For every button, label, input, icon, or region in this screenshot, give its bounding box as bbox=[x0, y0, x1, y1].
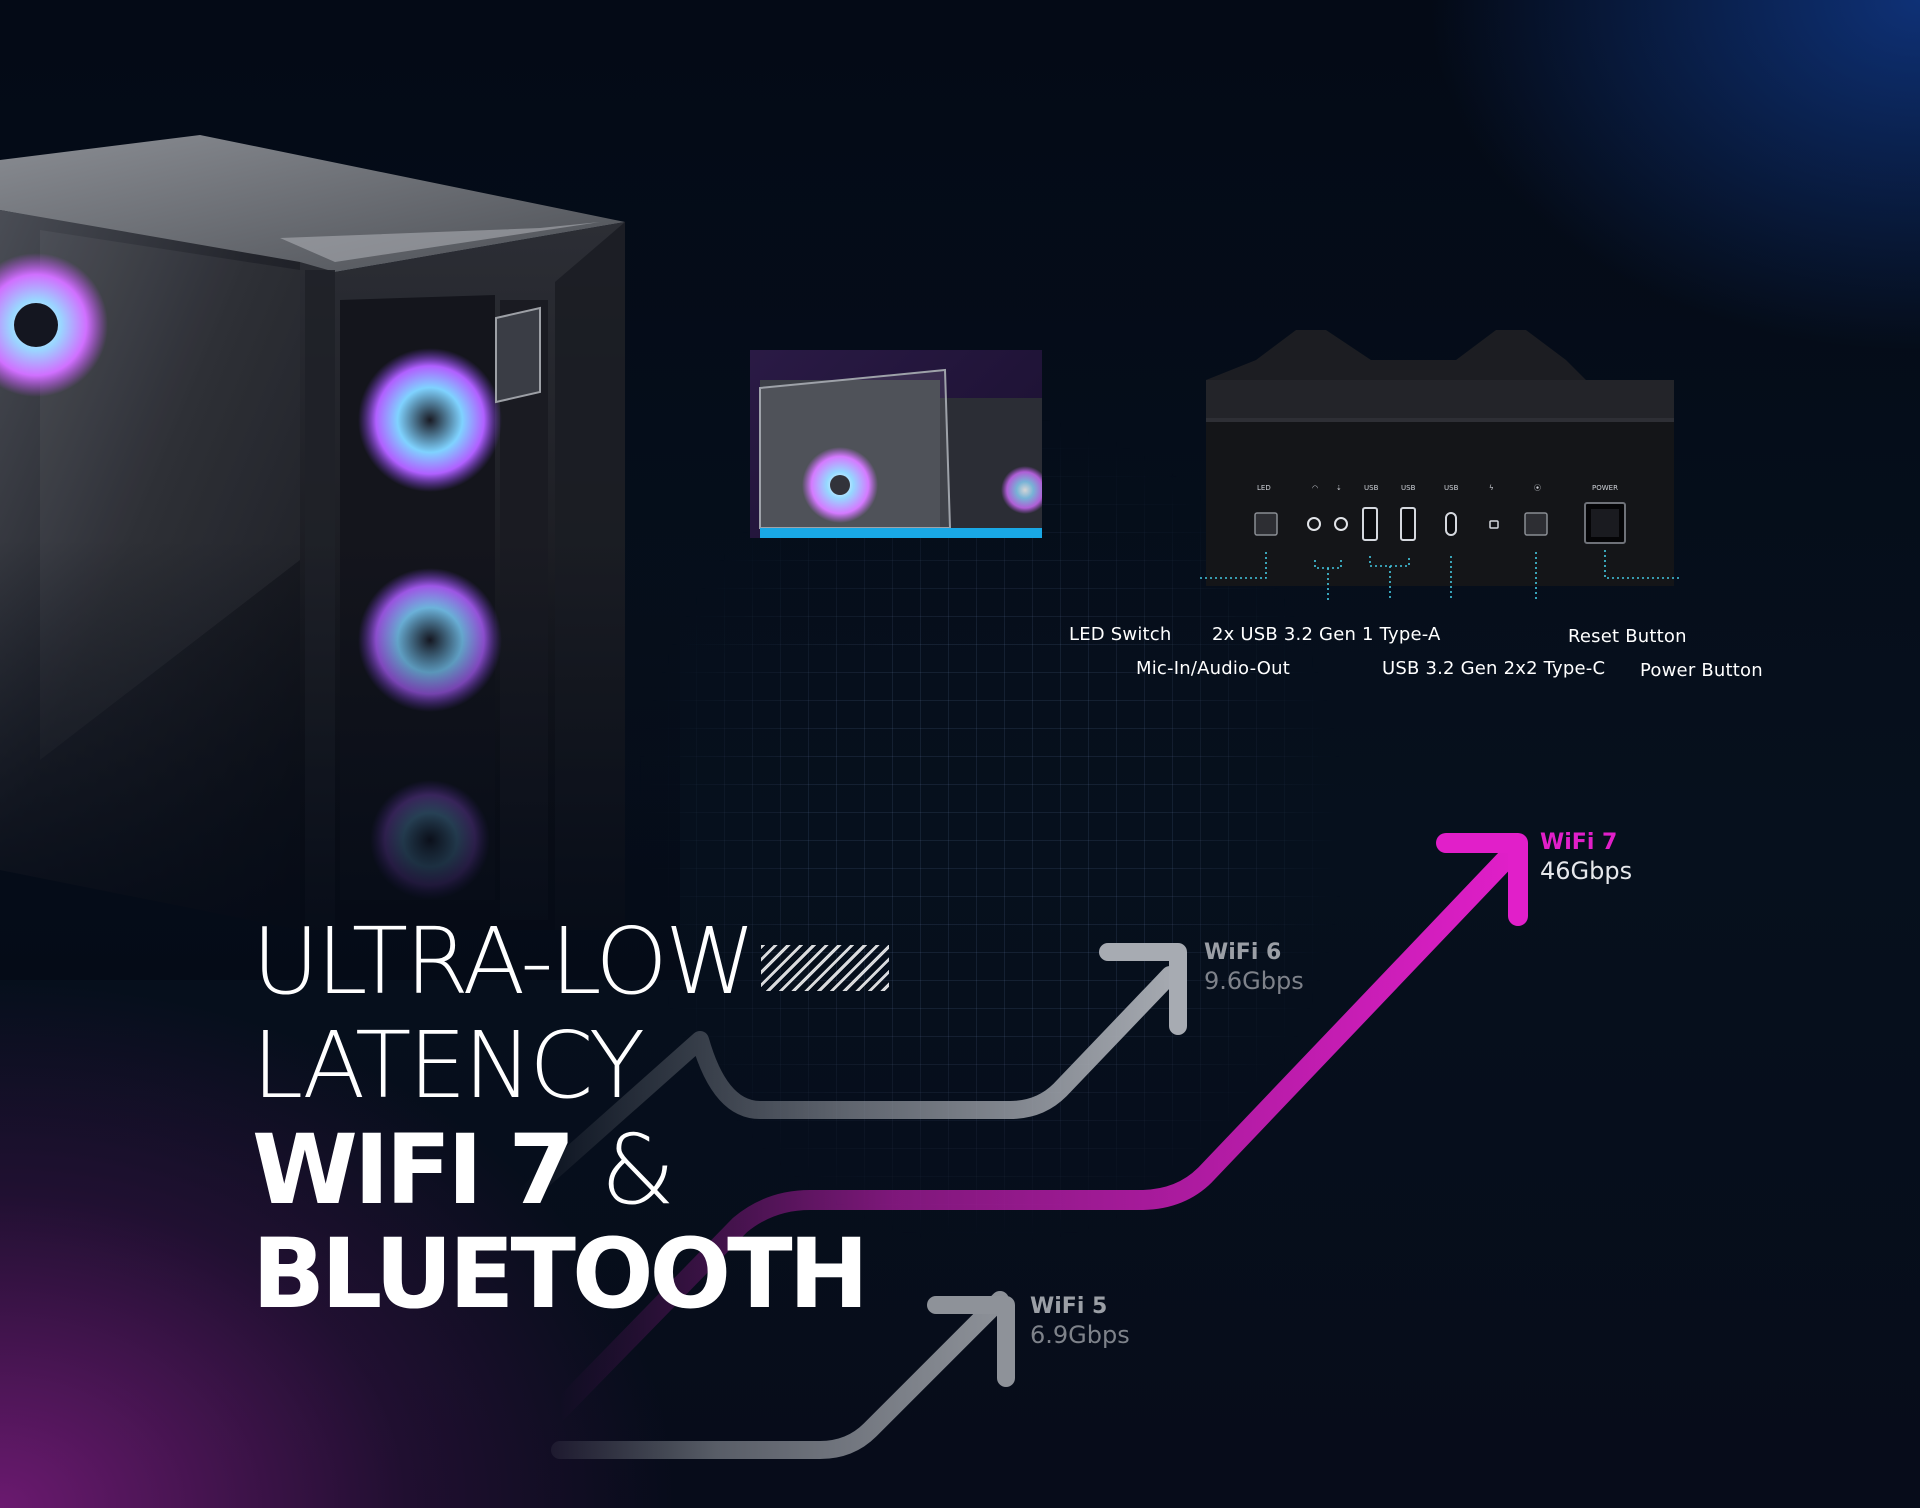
headline-line-4: BLUETOOTH bbox=[252, 1218, 869, 1330]
wifi-6-speed: 9.6Gbps bbox=[1204, 967, 1304, 995]
front-io-panel-illustration: LED ◠ ⇣ USB USB USB ϟ ⦿ POWER bbox=[1200, 330, 1680, 600]
wifi-6-name: WiFi 6 bbox=[1204, 940, 1282, 965]
svg-text:USB: USB bbox=[1401, 484, 1416, 492]
headline-line-2: LATENCY bbox=[252, 1012, 645, 1119]
svg-text:ϟ: ϟ bbox=[1489, 484, 1494, 492]
label-mic-audio: Mic-In/Audio-Out bbox=[1136, 658, 1291, 679]
svg-text:USB: USB bbox=[1364, 484, 1379, 492]
inset-accent-bar bbox=[760, 528, 1042, 538]
wifi-6-label: WiFi 6 9.6Gbps bbox=[1204, 940, 1304, 995]
label-led-switch: LED Switch bbox=[1069, 624, 1172, 645]
label-reset-button: Reset Button bbox=[1568, 626, 1687, 647]
wifi-7-speed: 46Gbps bbox=[1540, 857, 1633, 885]
glass-door-illustration bbox=[759, 368, 1042, 529]
label-usb-c: USB 3.2 Gen 2x2 Type-C bbox=[1382, 658, 1606, 679]
wifi-5-label: WiFi 5 6.9Gbps bbox=[1030, 1294, 1130, 1349]
svg-text:◠: ◠ bbox=[1312, 484, 1318, 492]
svg-text:⦿: ⦿ bbox=[1534, 484, 1541, 492]
svg-text:⇣: ⇣ bbox=[1336, 484, 1342, 492]
headline-wifi7: WIFI 7 bbox=[252, 1114, 575, 1226]
wifi-5-speed: 6.9Gbps bbox=[1030, 1321, 1130, 1349]
headline: ULTRA-LOW LATENCY WIFI 7 & BLUETOOTH bbox=[252, 910, 889, 1326]
pc-case-illustration bbox=[0, 0, 680, 980]
headline-ultra-low: ULTRA-LOW bbox=[252, 908, 756, 1015]
headline-line-3: WIFI 7 & bbox=[252, 1118, 889, 1222]
svg-text:USB: USB bbox=[1444, 484, 1459, 492]
label-usb-a: 2x USB 3.2 Gen 1 Type-A bbox=[1212, 624, 1441, 645]
headline-line-1: ULTRA-LOW bbox=[252, 910, 889, 1014]
hatch-decoration bbox=[760, 944, 889, 991]
svg-text:POWER: POWER bbox=[1592, 484, 1618, 492]
headline-ampersand: & bbox=[600, 1114, 676, 1226]
tempered-glass-inset-image bbox=[750, 350, 1042, 538]
wifi-7-name: WiFi 7 bbox=[1540, 830, 1618, 855]
wifi-7-label: WiFi 7 46Gbps bbox=[1540, 830, 1632, 885]
label-power-button: Power Button bbox=[1640, 660, 1763, 681]
svg-text:LED: LED bbox=[1257, 484, 1271, 492]
wifi-5-name: WiFi 5 bbox=[1030, 1294, 1108, 1319]
